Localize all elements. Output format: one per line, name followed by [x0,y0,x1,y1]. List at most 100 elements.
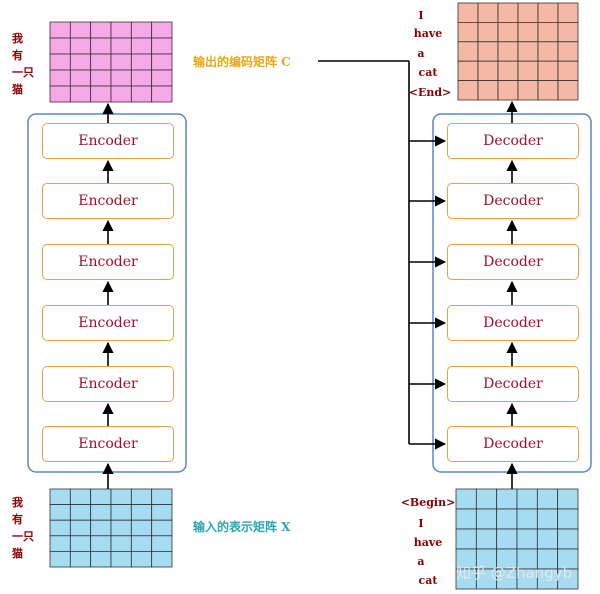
matrix-cell [49,37,71,55]
encoder-input-matrix [49,488,173,568]
matrix-cell [130,69,153,87]
matrix-cell [90,504,112,521]
matrix-cell [455,488,477,510]
matrix-cell [49,21,71,39]
matrix-cell [130,85,153,103]
matrix-cell [496,528,518,550]
matrix-cell [457,21,479,43]
matrix-cell [69,519,92,537]
matrix-cell [557,488,579,510]
decoder-block[interactable]: Decoder [447,244,579,280]
decoder-output-matrix [457,2,579,101]
matrix-cell [497,41,519,62]
matrix-cell [110,535,132,552]
matrix-cell [69,37,92,55]
label-char: 我 [12,496,23,509]
matrix-cell [497,2,519,23]
matrix-cell [537,41,559,62]
matrix-cell [69,488,92,506]
word: have [413,27,443,40]
matrix-cell [536,528,559,550]
matrix-cell [90,551,112,568]
matrix-cell [497,80,519,101]
matrix-cell [557,528,579,550]
word: <End> [408,86,452,99]
matrix-cell [110,85,132,103]
matrix-cell [69,53,92,71]
matrix-cell [151,551,173,568]
matrix-cell [457,60,479,82]
word: <Begin> [400,496,456,509]
matrix-cell [517,41,539,62]
matrix-cell [455,528,477,550]
matrix-cell [557,21,579,43]
matrix-cell [457,41,479,62]
label-char: 有 [12,49,23,62]
matrix-cell [49,53,71,71]
encoder-block[interactable]: Encoder [42,183,174,219]
decoder-block[interactable]: Decoder [447,305,579,341]
encoder-block[interactable]: Encoder [42,123,174,159]
matrix-cell [517,60,539,82]
matrix-cell [110,53,132,71]
encoder-block[interactable]: Encoder [42,366,174,402]
matrix-cell [457,80,479,101]
matrix-cell [477,2,499,23]
label-char: 一只 [12,530,34,543]
decoder-block[interactable]: Decoder [447,426,579,462]
label-char: 有 [12,513,23,526]
encoder-block[interactable]: Encoder [42,244,174,280]
matrix-cell [130,519,153,537]
matrix-cell [536,488,559,510]
matrix-cell [151,69,173,87]
matrix-cell [49,69,71,87]
encoder-block[interactable]: Encoder [42,426,174,462]
matrix-cell [69,504,92,521]
matrix-cell [69,535,92,552]
word: a [417,47,425,60]
matrix-cell [477,80,499,101]
matrix-cell [90,69,112,87]
decoder-block[interactable]: Decoder [447,366,579,402]
encoder-input-label: 我 有 一只 猫 [12,494,42,562]
matrix-cell [475,488,498,510]
matrix-cell [90,535,112,552]
matrix-cell [516,508,538,530]
encoding-matrix-caption: 输出的编码矩阵 C [193,55,291,69]
decoder-block[interactable]: Decoder [447,123,579,159]
encoder-output-label: 我 有 一只 猫 [12,30,42,98]
matrix-cell [130,53,153,71]
matrix-cell [455,508,477,530]
matrix-cell [151,488,173,506]
matrix-cell [69,551,92,568]
matrix-cell [497,21,519,43]
matrix-cell [49,551,71,568]
matrix-cell [496,488,518,510]
matrix-cell [90,53,112,71]
word: have [413,536,443,549]
matrix-cell [110,551,132,568]
matrix-cell [537,60,559,82]
matrix-cell [110,21,132,39]
matrix-cell [110,37,132,55]
matrix-cell [557,60,579,82]
matrix-cell [516,528,538,550]
word: I [418,517,424,530]
encoder-block[interactable]: Encoder [42,305,174,341]
decoder-block[interactable]: Decoder [447,183,579,219]
matrix-cell [110,69,132,87]
matrix-cell [49,504,71,521]
matrix-cell [557,2,579,23]
matrix-cell [537,21,559,43]
matrix-cell [151,504,173,521]
matrix-cell [477,41,499,62]
matrix-cell [151,37,173,55]
matrix-cell [517,80,539,101]
matrix-cell [516,488,538,510]
encoder-output-matrix [49,21,173,103]
matrix-cell [69,69,92,87]
matrix-cell [557,508,579,530]
word: cat [418,66,438,79]
matrix-cell [110,488,132,506]
